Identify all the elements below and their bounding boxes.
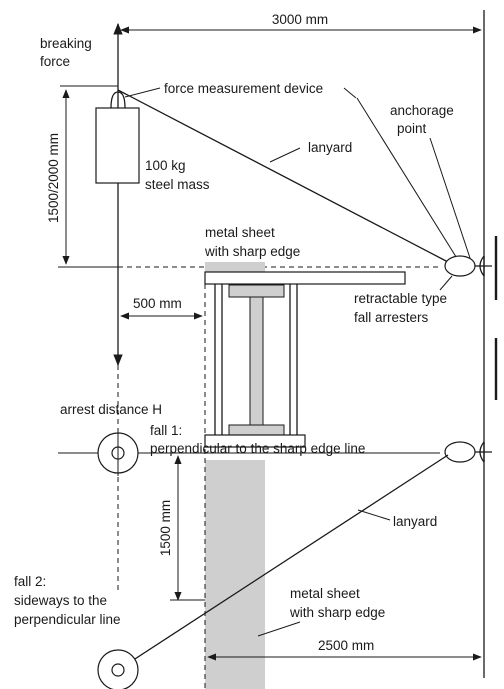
metal-sheet-edge: [205, 262, 265, 272]
metal-sheet-bottom-label: metal sheet with sharp edge: [289, 586, 385, 620]
dim-1500-2000-label: 1500/2000 mm: [46, 133, 61, 223]
metal-sheet-bottom-leader: [257, 621, 301, 637]
breaking-force-label: breaking force: [40, 36, 96, 69]
metal-sheet-bottom: [205, 460, 265, 689]
steel-mass-label: 100 kg steel mass: [145, 158, 210, 192]
i-beam-web: [249, 296, 264, 426]
anchor-hook-upper: [479, 255, 485, 277]
fall-arresters-leader: [439, 275, 453, 291]
force-measurement-device: [110, 91, 126, 109]
dim-2500-label: 2500 mm: [318, 638, 374, 653]
i-beam-top-flange: [228, 284, 285, 298]
anchorage-leader: [429, 137, 471, 259]
anchorage-point-label: anchorage point: [390, 103, 458, 136]
anchor-hook-lower: [479, 441, 485, 463]
anchor-bracket-lower: [483, 442, 492, 462]
anchor-bracket-upper: [483, 256, 492, 276]
beam-top-flange: [204, 271, 406, 285]
steel-mass: [95, 107, 140, 184]
force-device-leader-long: [356, 97, 459, 261]
fall2-label: fall 2: sideways to the perpendicular li…: [14, 574, 121, 627]
lanyard-upper-leader: [269, 147, 301, 163]
dim-500-label: 500 mm: [133, 296, 182, 311]
lanyard-lower-leader: [357, 509, 391, 521]
lanyard-upper-label: lanyard: [308, 140, 352, 155]
fall-arrester-lower: [444, 441, 476, 463]
lanyard-lower-label: lanyard: [393, 514, 437, 529]
force-device-leader-right: [343, 87, 357, 99]
force-device-label: force measurement device: [164, 81, 323, 96]
device-leader: [124, 87, 161, 98]
metal-sheet-top-label: metal sheet with sharp edge: [204, 225, 300, 259]
fall1-label: fall 1: perpendicular to the sharp edge …: [150, 423, 365, 456]
fall-arrester-upper: [444, 255, 476, 277]
lanyard-upper: [117, 89, 449, 263]
dim-3000-label: 3000 mm: [272, 12, 328, 27]
fall-arresters-label: retractable type fall arresters: [354, 291, 451, 325]
lanyard-lower: [117, 454, 449, 671]
arrest-distance-label: arrest distance H: [60, 402, 162, 417]
fall2-mass-inner: [111, 663, 125, 677]
dim-1500-label: 1500 mm: [158, 500, 173, 556]
